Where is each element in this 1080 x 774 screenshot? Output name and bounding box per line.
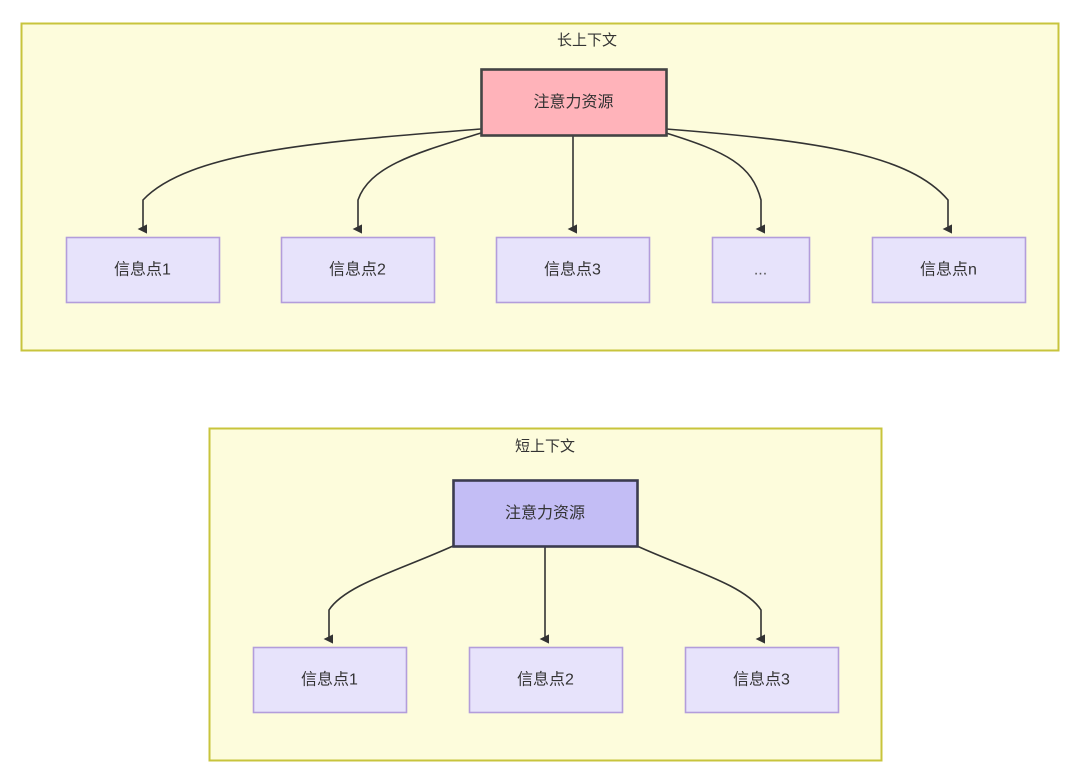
edge-long-context-3: [665, 132, 765, 234]
info-node-label: 信息点3: [544, 261, 601, 279]
info-node[interactable]: 信息点1: [65, 236, 221, 304]
info-node-box[interactable]: [711, 236, 811, 304]
attention-resource-node[interactable]: 注意力资源: [452, 479, 639, 548]
info-node[interactable]: 信息点2: [280, 236, 436, 304]
info-node-box[interactable]: [468, 646, 624, 714]
info-node-box[interactable]: [871, 236, 1027, 304]
edge-long-context-4: [665, 128, 952, 234]
edge-long-context-0: [137, 128, 482, 234]
info-node[interactable]: 信息点3: [495, 236, 651, 304]
info-node[interactable]: 信息点2: [468, 646, 624, 714]
attention-resource-label: 注意力资源: [533, 92, 613, 111]
info-node[interactable]: 信息点n: [871, 236, 1027, 304]
info-node-label: 信息点2: [517, 671, 574, 689]
attention-resource-label: 注意力资源: [505, 503, 585, 522]
info-node-label: ...: [754, 262, 767, 279]
info-node-label: 信息点1: [114, 261, 171, 279]
info-node-box[interactable]: [684, 646, 840, 714]
info-node[interactable]: 信息点3: [684, 646, 840, 714]
edge-short-context-2: [636, 545, 765, 644]
info-node[interactable]: 信息点1: [252, 646, 408, 714]
info-node[interactable]: ...: [711, 236, 811, 304]
attention-resource-box[interactable]: [452, 479, 639, 548]
info-node-label: 信息点2: [329, 261, 386, 279]
edge-short-context-0: [323, 545, 454, 644]
group-title-long-context: 长上下文: [557, 32, 617, 49]
edge-long-context-1: [352, 132, 482, 234]
group-title-short-context: 短上下文: [515, 438, 575, 455]
info-node-label: 信息点1: [301, 671, 358, 689]
info-node-box[interactable]: [495, 236, 651, 304]
info-node-box[interactable]: [65, 236, 221, 304]
info-node-label: 信息点n: [920, 261, 977, 279]
info-node-box[interactable]: [280, 236, 436, 304]
info-node-label: 信息点3: [733, 671, 790, 689]
attention-resource-box[interactable]: [480, 68, 668, 137]
info-node-box[interactable]: [252, 646, 408, 714]
attention-resource-node[interactable]: 注意力资源: [480, 68, 668, 137]
